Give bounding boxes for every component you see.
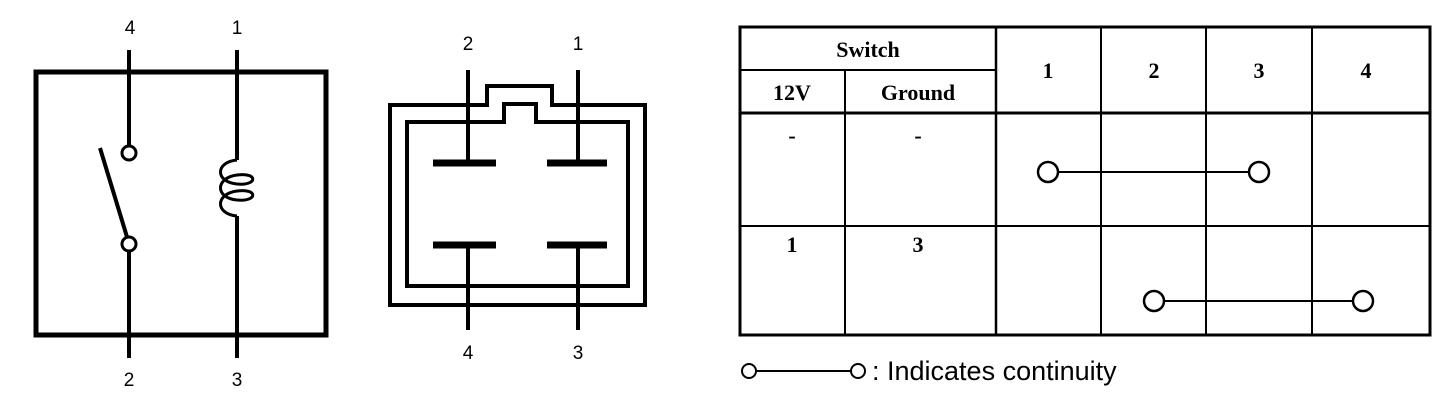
connector-pin-label-2: 2 (463, 34, 474, 55)
switch-contact-top (120, 144, 138, 162)
connector-inner-housing (405, 102, 630, 288)
relay-pin-label-1: 1 (232, 18, 243, 39)
continuity-node-terminal-2 (1142, 289, 1166, 313)
row-2-ground-cell: 3 (913, 232, 924, 257)
row-1-12v-cell: - (788, 123, 795, 148)
table-border (738, 25, 1432, 337)
connector-view (388, 70, 647, 330)
connector-outer-housing (388, 84, 647, 307)
switch-contact-bottom (120, 235, 138, 253)
connector-pin-label-3: 3 (573, 343, 584, 364)
row-2-12v-cell: 1 (787, 232, 798, 257)
relay-schematic (33, 50, 329, 358)
column-header-ground: Ground (881, 80, 955, 105)
legend-text: : Indicates continuity (872, 356, 1117, 386)
relay-pin-label-3: 3 (232, 370, 243, 391)
column-header-terminal-2: 2 (1149, 58, 1160, 83)
continuity-node-terminal-1 (1036, 160, 1060, 184)
continuity-node-terminal-3 (1247, 160, 1271, 184)
coil-icon (219, 158, 255, 218)
relay-pin-label-2: 2 (124, 370, 135, 391)
relay-body (33, 69, 329, 338)
switch-blade (98, 147, 129, 238)
legend-node-right (850, 363, 866, 379)
continuity-node-terminal-4 (1351, 289, 1375, 313)
column-header-12v: 12V (773, 80, 811, 105)
row-1-ground-cell: - (914, 123, 921, 148)
column-header-terminal-3: 3 (1254, 58, 1265, 83)
legend-continuity-symbol (741, 363, 866, 379)
switch-header: Switch (836, 37, 900, 62)
continuity-table (738, 25, 1432, 337)
relay-pin-label-4: 4 (125, 18, 136, 39)
connector-pin-label-1: 1 (573, 34, 584, 55)
connector-pin-label-4: 4 (463, 343, 474, 364)
column-header-terminal-4: 4 (1361, 58, 1372, 83)
column-header-terminal-1: 1 (1043, 58, 1054, 83)
row-2-continuity-2-4 (1142, 289, 1375, 313)
row-1-continuity-1-3 (1036, 160, 1271, 184)
legend-node-left (741, 363, 757, 379)
